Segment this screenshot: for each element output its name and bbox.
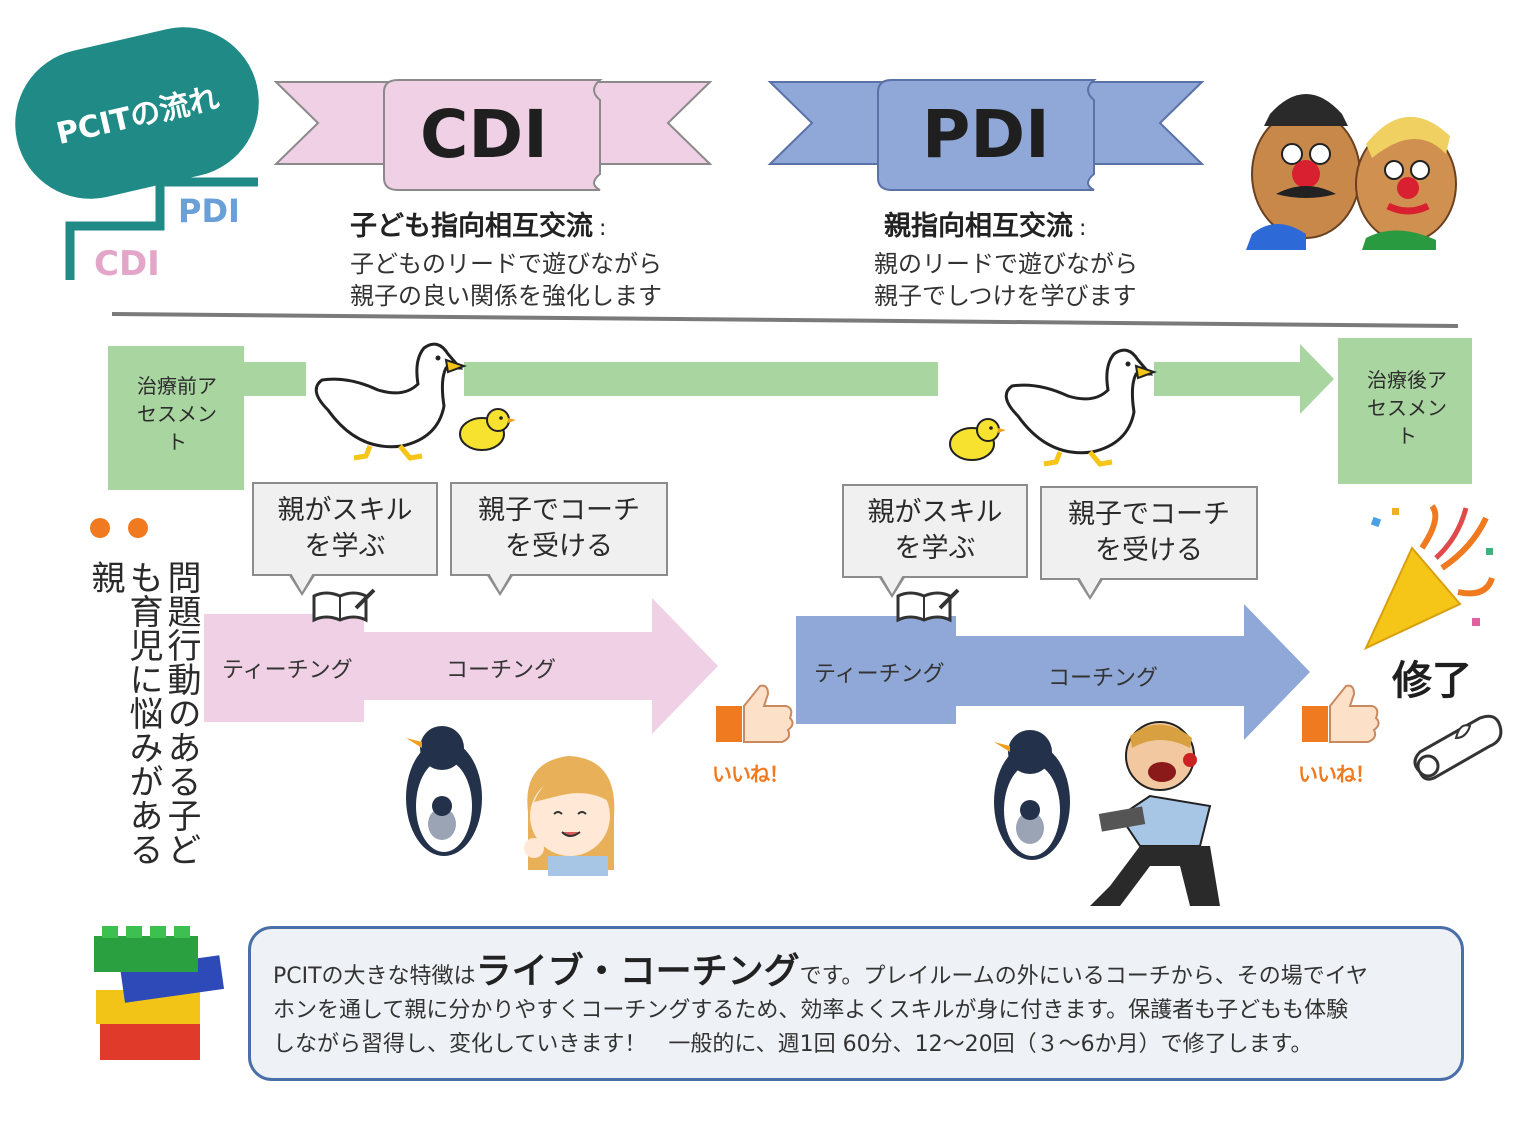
cdi-callout-coach: 親子でコーチを受ける [450,482,668,596]
chick-icon [459,408,516,451]
pdi-ribbon [767,79,1205,191]
cdi-heading-text: 子ども指向相互交流 [350,211,593,242]
cdi-heading: 子ども指向相互交流: [350,204,606,243]
stairs-shape [65,177,258,280]
pdi-heading-colon: : [1079,216,1087,241]
pdi-banner-label: PDI [922,96,1050,173]
timeline-bar [108,338,1472,490]
stair-label-lower: CDI [94,244,160,284]
lego-blocks-icon [94,926,225,1060]
book-pen-icon [312,588,376,623]
cdi-teaching-label: ティーチング [222,658,353,683]
thumbs-up-icon [716,684,794,743]
cdi-desc-line-2: 親子の良い関係を強化します [350,282,662,310]
pdi-heading: 親指向相互交流: [884,204,1086,243]
cdi-desc-line-1: 子どものリードで遊びながら [350,250,662,278]
complete-label: 修了 [1392,658,1472,704]
stair-label-upper: PDI [178,192,240,230]
summary-box: PCITの大きな特徴はライブ・コーチングです。プレイルームの外にいるコーチから、… [248,926,1464,1081]
party-popper-icon [1363,504,1495,651]
cdi-callout-learn: 親がスキルを学ぶ [252,482,438,596]
penguin-icon [994,730,1070,860]
pdi-heading-text: 親指向相互交流 [884,211,1073,242]
cdi-arrow [204,598,718,734]
pre-assessment-label: 治療前アセスメント [137,374,217,454]
goose-icon [1004,348,1157,467]
target-audience-text: 問題行動のある子ども育児に悩みがある親 [85,560,201,866]
like-label-cdi: いいね！ [712,762,789,786]
teacher-illustration [524,756,615,876]
coach-illustration [1090,721,1220,906]
cdi-coaching-label: コーチング [446,658,557,683]
bullet-dot [128,518,148,538]
pdi-callout-coach: 親子でコーチを受ける [1040,486,1258,600]
summary-line-2: ホンを通して親に分かりやすくコーチングするため、効率よくスキルが身に付きます。保… [273,998,1349,1023]
potato-heads-illustration [1246,94,1457,250]
thumbs-up-icon [1302,684,1380,743]
like-label-pdi: いいね！ [1298,762,1375,786]
summary-highlight: ライブ・コーチング [475,951,800,992]
callout-text: 親子でコーチを受ける [1068,499,1230,566]
pdi-teaching-label: ティーチング [814,662,945,687]
pdi-desc-line-1: 親のリードで遊びながら [874,250,1138,278]
post-assessment-label: 治療後アセスメント [1367,368,1447,448]
bullet-dot [90,518,110,538]
pdi-coaching-label: コーチング [1048,666,1159,691]
cdi-ribbon [273,79,713,191]
pdi-arrow [796,604,1310,740]
book-pen-icon [896,588,960,623]
summary-line1-rest: です。プレイルームの外にいるコーチから、その場でイヤ [799,964,1369,989]
cdi-heading-colon: : [599,216,607,241]
pdi-callout-learn: 親がスキルを学ぶ [842,484,1028,598]
callout-text: 親がスキルを学ぶ [277,495,413,562]
penguin-icon [406,726,482,856]
cdi-banner-label: CDI [420,96,548,173]
summary-line-1: PCITの大きな特徴はライブ・コーチングです。プレイルームの外にいるコーチから、… [273,954,1441,994]
callout-text: 親子でコーチを受ける [478,495,640,562]
goose-icon [314,342,467,461]
summary-prefix: PCITの大きな特徴は [273,964,476,989]
separator-line [111,312,1459,328]
pdi-desc-line-2: 親子でしつけを学びます [874,282,1137,310]
diploma-scroll-icon [1413,714,1503,781]
summary-line-3: しながら習得し、変化していきます！ 一般的に、週1回 60分、12〜20回（３〜… [273,1032,1313,1057]
chick-icon [949,418,1006,461]
callout-text: 親がスキルを学ぶ [867,497,1003,564]
